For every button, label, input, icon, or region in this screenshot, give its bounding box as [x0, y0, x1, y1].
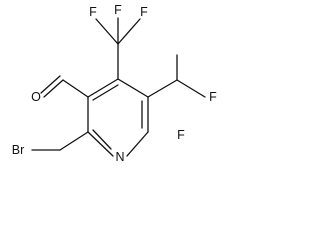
- bond-c3-cho: [62, 79, 89, 98]
- bond-chf2-f-right: [176, 79, 206, 98]
- bond-cho-o-a: [43, 79, 64, 98]
- atom-label-f-top-right: F: [140, 5, 148, 19]
- bond-cf3-f-left: [95, 18, 119, 45]
- bond-n-c2: [87, 131, 114, 157]
- bond-c3-c4: [87, 78, 119, 98]
- bond-c4-c5: [117, 78, 149, 98]
- atom-label-f-chf2-bottom: F: [177, 128, 185, 142]
- atom-label-br: Br: [12, 143, 25, 157]
- atom-labels: F F F F F O Br N: [12, 3, 217, 164]
- molecule-structure: F F F F F O Br N: [12, 3, 217, 164]
- bond-n-c2-inner: [92, 129, 112, 150]
- bond-c6-n: [126, 131, 149, 157]
- atom-label-o-aldehyde: O: [31, 90, 41, 104]
- bond-c2-ch2: [59, 131, 89, 151]
- atom-label-f-chf2-right: F: [209, 90, 217, 104]
- bond-cho-o-b: [40, 75, 61, 94]
- bond-cf3-f-right: [117, 18, 141, 45]
- atom-label-f-top-mid: F: [114, 3, 122, 17]
- bond-lines: [31, 17, 206, 157]
- bond-c5-chf2: [147, 79, 178, 98]
- atom-label-f-top-left: F: [89, 5, 97, 19]
- bond-c3-c4-inner: [92, 84, 119, 101]
- atom-label-n: N: [115, 150, 124, 164]
